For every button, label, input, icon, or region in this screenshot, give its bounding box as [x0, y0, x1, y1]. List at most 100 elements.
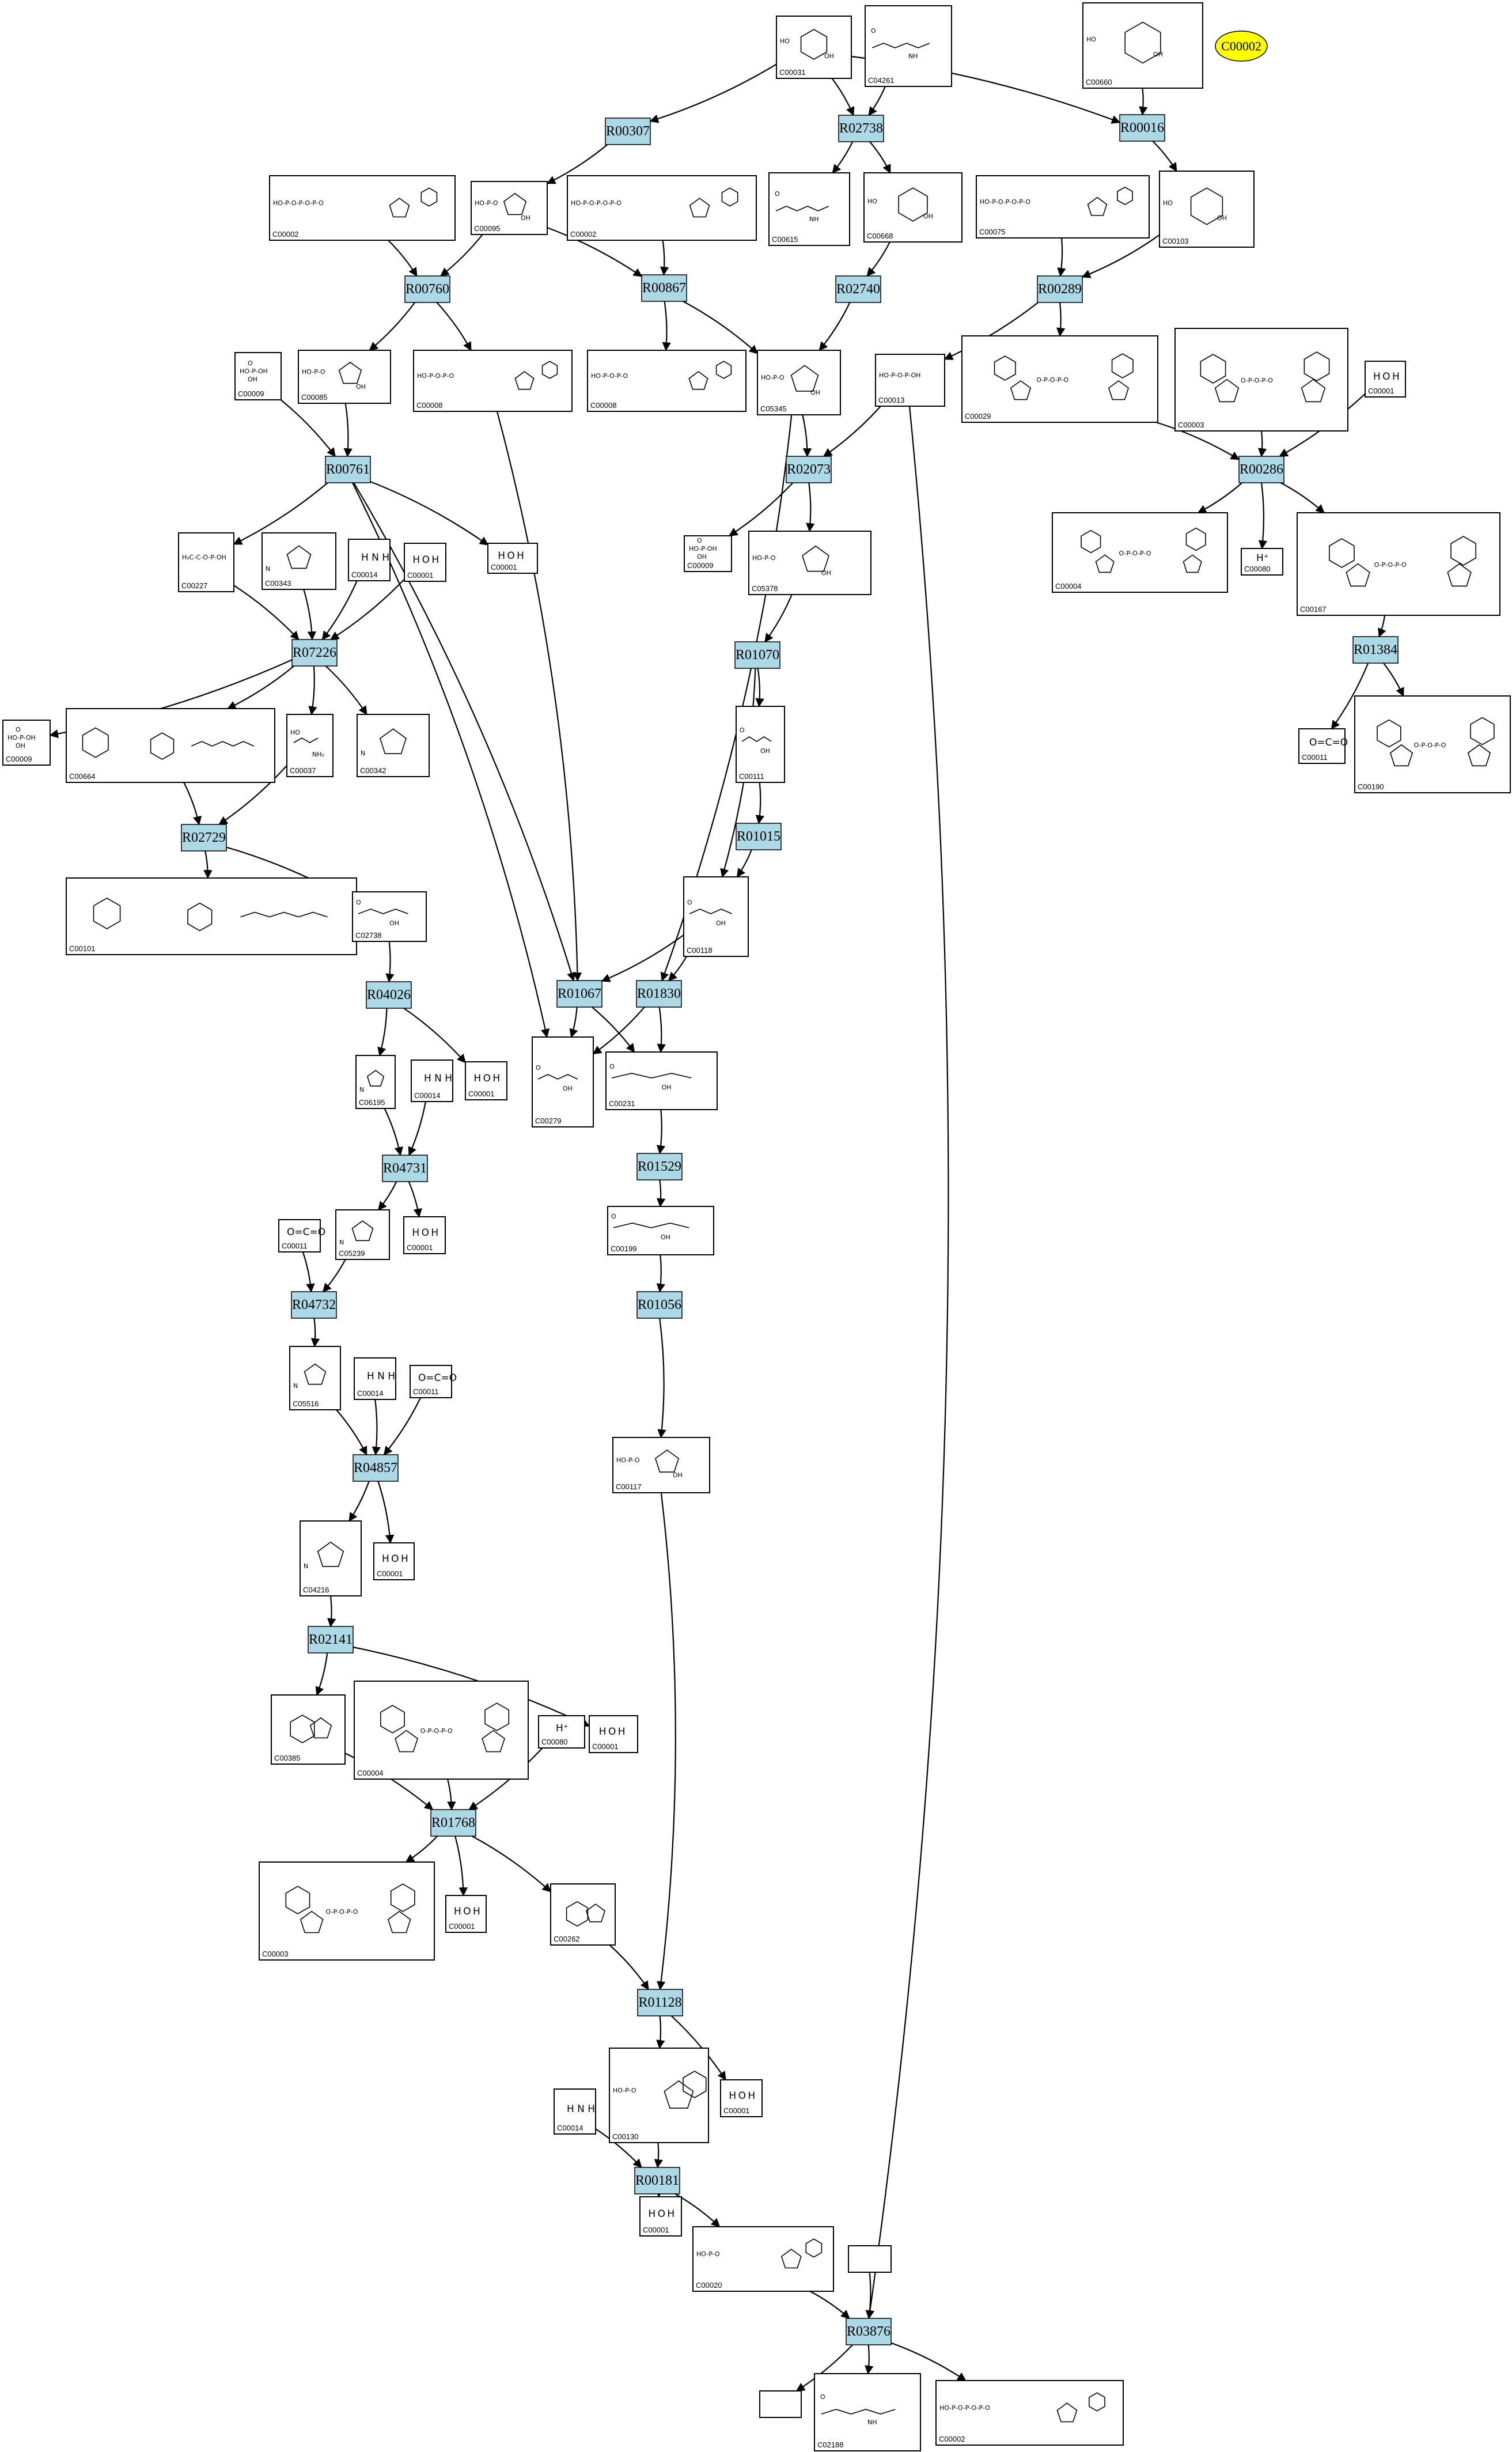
compound-box[interactable] [471, 181, 548, 235]
reaction-node-r02740[interactable]: R02740 [835, 275, 881, 303]
reaction-node-r04732[interactable]: R04732 [291, 1291, 337, 1319]
empty-compound-node[interactable] [848, 2245, 892, 2273]
compound-box[interactable] [355, 1055, 396, 1109]
compound-box[interactable] [404, 543, 446, 582]
reaction-node-r01529[interactable]: R01529 [636, 1153, 683, 1180]
compound-box[interactable] [1082, 2, 1203, 89]
reaction-box[interactable] [636, 980, 682, 1008]
compound-box[interactable] [736, 706, 785, 783]
highlight-ellipse[interactable] [1215, 31, 1268, 62]
reaction-box[interactable] [838, 115, 884, 142]
compound-box[interactable] [1241, 548, 1283, 576]
compound-box[interactable] [612, 1437, 710, 1493]
compound-box[interactable] [278, 1219, 321, 1253]
reaction-box[interactable] [1119, 114, 1165, 142]
compound-box[interactable] [357, 714, 430, 777]
compound-box[interactable] [234, 352, 282, 400]
reaction-box[interactable] [556, 980, 602, 1008]
compound-box[interactable] [692, 2226, 834, 2292]
compound-box[interactable] [639, 2196, 682, 2237]
compound-box[interactable] [271, 1694, 346, 1765]
reaction-box[interactable] [636, 1153, 683, 1180]
reaction-node-r00289[interactable]: R00289 [1037, 275, 1083, 303]
reaction-box[interactable] [736, 823, 782, 850]
reaction-node-r00761[interactable]: R00761 [325, 456, 371, 483]
highlighted-compound[interactable]: C00002 [1215, 31, 1268, 62]
compound-box[interactable] [1365, 361, 1406, 398]
compound-box[interactable] [720, 2079, 763, 2117]
compound-box[interactable] [814, 2373, 921, 2451]
compound-box[interactable] [352, 891, 427, 942]
compound-box[interactable] [609, 2048, 709, 2143]
compound-box[interactable] [538, 1715, 585, 1749]
reaction-box[interactable] [353, 1454, 399, 1482]
reaction-node-r02729[interactable]: R02729 [181, 824, 227, 852]
reaction-node-r01067[interactable]: R01067 [556, 980, 602, 1008]
compound-box[interactable] [373, 1542, 415, 1580]
compound-node-c00080[interactable]: H⁺C00080 [538, 1715, 585, 1749]
compound-box[interactable] [286, 714, 334, 777]
reaction-node-r00286[interactable]: R00286 [1238, 456, 1284, 483]
reaction-box[interactable] [366, 981, 412, 1009]
reaction-node-r04857[interactable]: R04857 [353, 1454, 399, 1482]
compound-box[interactable] [354, 1357, 396, 1400]
compound-box[interactable] [875, 354, 945, 407]
reaction-node-r02738[interactable]: R02738 [838, 115, 884, 142]
compound-box[interactable] [445, 1895, 487, 1933]
compound-box[interactable] [66, 708, 275, 783]
compound-box[interactable] [354, 1681, 529, 1780]
compound-box[interactable] [2, 720, 51, 766]
empty-compound-node[interactable] [759, 2390, 802, 2418]
compound-box[interactable] [605, 1051, 718, 1110]
compound-box[interactable] [848, 2245, 892, 2273]
compound-box[interactable] [465, 1061, 507, 1100]
compound-box[interactable] [554, 2088, 596, 2135]
reaction-node-r01384[interactable]: R01384 [1352, 636, 1399, 664]
compound-box[interactable] [259, 1861, 435, 1961]
reaction-node-r04731[interactable]: R04731 [382, 1155, 428, 1182]
compound-box[interactable] [403, 1216, 446, 1254]
reaction-box[interactable] [637, 1989, 683, 2016]
compound-box[interactable] [976, 175, 1150, 239]
reaction-box[interactable] [308, 1626, 354, 1653]
compound-box[interactable] [865, 5, 952, 87]
reaction-node-r01830[interactable]: R01830 [636, 980, 682, 1008]
reaction-node-r00760[interactable]: R00760 [404, 275, 450, 303]
reaction-box[interactable] [605, 118, 651, 145]
compound-box[interactable] [550, 1883, 616, 1946]
reaction-box[interactable] [734, 641, 780, 669]
reaction-box[interactable] [636, 1291, 683, 1319]
